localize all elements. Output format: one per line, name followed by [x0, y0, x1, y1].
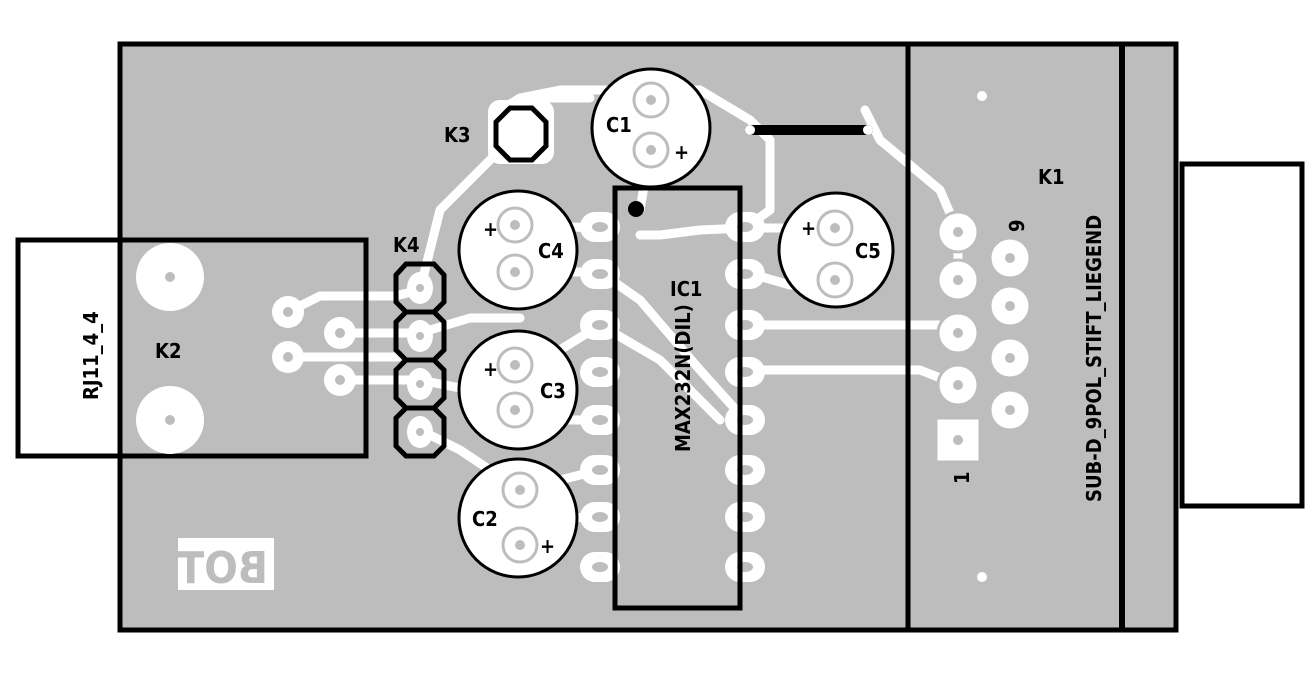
- capacitor-c4: C4 +: [457, 189, 579, 311]
- k2-label: K2: [155, 339, 181, 363]
- ic1-value: MAX232N(DIL): [671, 304, 695, 452]
- ic-pin1-marker: [628, 201, 644, 217]
- k4-label: K4: [393, 233, 419, 257]
- c1-plus: +: [674, 140, 689, 164]
- capacitor-c2: C2 +: [457, 457, 579, 579]
- k1-pin9: 9: [1005, 219, 1029, 232]
- c4-label: C4: [538, 239, 564, 263]
- k1-flange: [1179, 161, 1305, 509]
- board-outline: [117, 41, 1179, 633]
- k1-label: K1: [1038, 165, 1064, 189]
- connector-k2: K2 RJ11_4_4: [15, 237, 369, 459]
- k1-value: SUB-D_9POL_STIFT_LIEGEND: [1082, 215, 1106, 502]
- c5-plus: +: [801, 216, 816, 240]
- ic1-label: IC1: [670, 277, 702, 301]
- layer-marker: BOT: [177, 538, 274, 594]
- connector-k1: K1 9 1 SUB-D_9POL_STIFT_LIEGEND: [905, 44, 1305, 630]
- c1-label: C1: [606, 113, 632, 137]
- capacitor-c5: C5 +: [777, 191, 895, 309]
- c2-plus: +: [540, 534, 555, 558]
- ic-pins-left: [580, 212, 620, 582]
- c3-label: C3: [540, 379, 566, 403]
- ic-outline: [612, 185, 743, 611]
- ic-max232: IC1 MAX232N(DIL): [580, 185, 765, 611]
- k2-value: RJ11_4_4: [79, 311, 103, 400]
- connector-k3: K3: [444, 100, 554, 164]
- c3-plus: +: [483, 357, 498, 381]
- connector-k4: K4: [393, 233, 447, 459]
- c4-plus: +: [483, 217, 498, 241]
- c2-label: C2: [472, 507, 498, 531]
- k1-pin1: 1: [950, 471, 974, 484]
- capacitor-c1: C1 +: [590, 67, 712, 189]
- c5-label: C5: [855, 239, 881, 263]
- layer-label: BOT: [177, 543, 268, 594]
- capacitor-c3: C3 +: [457, 329, 579, 451]
- k3-label: K3: [444, 123, 470, 147]
